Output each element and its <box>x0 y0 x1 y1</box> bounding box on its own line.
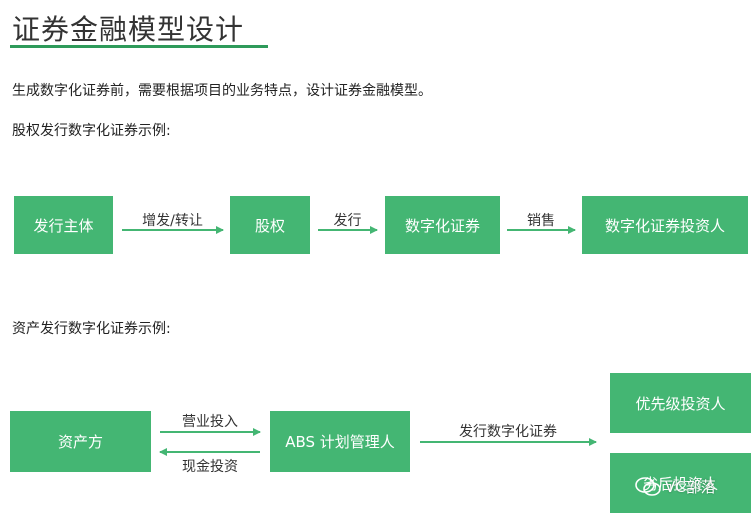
node-abs-manager: ABS 计划管理人 <box>270 411 410 472</box>
node-priority-investor: 优先级投资人 <box>610 373 751 433</box>
edge-label-sale: 销售 <box>527 213 555 229</box>
page-title: 证券金融模型设计 <box>12 13 245 46</box>
edge-label-issue: 发行 <box>333 213 362 229</box>
edge-label-cash-investment: 现金投资 <box>182 459 238 475</box>
watermark: VC部落 <box>635 476 716 497</box>
asset-section-heading: 资产发行数字化证券示例: <box>12 321 171 337</box>
edge-label-issue-digital-security: 发行数字化证券 <box>459 424 557 440</box>
node-asset-source: 资产方 <box>10 411 151 472</box>
equity-section-heading: 股权发行数字化证券示例: <box>12 123 171 139</box>
edge-label-issue-transfer: 增发/转让 <box>142 213 203 229</box>
node-subordinate-investor: 劣后投资人 <box>610 453 751 513</box>
title-underline <box>10 45 268 48</box>
node-digital-security: 数字化证券 <box>385 196 500 254</box>
node-issuer: 发行主体 <box>14 196 113 254</box>
intro-text: 生成数字化证券前，需要根据项目的业务特点，设计证券金融模型。 <box>12 83 432 99</box>
node-security-investor: 数字化证券投资人 <box>582 196 748 254</box>
edge-label-operating-input: 营业投入 <box>182 414 238 430</box>
node-equity: 股权 <box>230 196 310 254</box>
wechat-icon <box>635 476 661 496</box>
watermark-text: VC部落 <box>665 478 716 496</box>
